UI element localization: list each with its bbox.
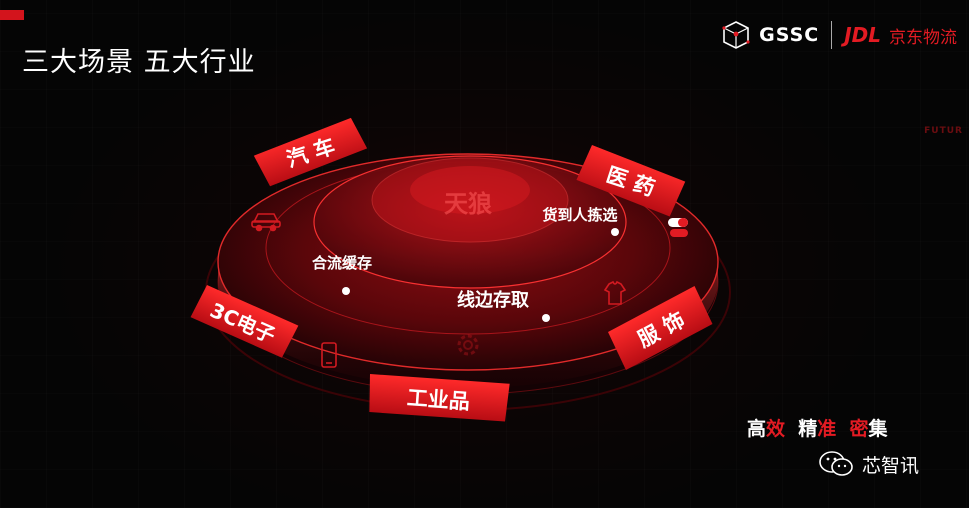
slogan-part: 精 [785, 418, 818, 440]
logo-bar: GSSC JDL 京东物流 [721, 18, 957, 52]
scenario-dot-merge-buffer [342, 287, 350, 295]
wechat-account-name: 芯智讯 [862, 454, 920, 477]
wechat-account: 芯智讯 [818, 450, 919, 478]
cube-logo-icon [722, 21, 750, 49]
scenario-dot-lineside [542, 314, 550, 322]
scenario-dot-goods-to-person [611, 228, 619, 236]
phone-icon [321, 342, 337, 368]
core-top [410, 166, 530, 214]
industry-text-industrial: 工业品 [406, 386, 471, 414]
scenario-label-goods-to-person: 货到人拣选 [542, 206, 617, 224]
slogan-part-accent: 准 [817, 418, 837, 440]
center-label: 天狼 [444, 190, 492, 218]
jdl-logo: JDL [844, 23, 881, 47]
slogan-part [836, 418, 849, 440]
disc-rim [218, 262, 718, 388]
gear-icon [457, 334, 479, 356]
slogan-part: 高 [747, 418, 767, 440]
jdl-logo-cn: 京东物流 [889, 27, 957, 48]
gssc-logo: GSSC [759, 24, 820, 46]
side-deco-text: FUTUR [924, 126, 963, 136]
slogan: 高效 精准 密集 [747, 414, 888, 441]
pill-icon [668, 218, 688, 237]
scenario-label-lineside: 线边存取 [457, 289, 530, 311]
scenario-label-merge-buffer: 合流缓存 [311, 254, 372, 272]
inner-disc [313, 155, 627, 289]
industry-label-industrial: 工业品 [369, 374, 510, 422]
wechat-icon [819, 451, 853, 476]
logo-divider [831, 21, 833, 49]
page-title: 三大场景 五大行业 [22, 47, 256, 78]
corner-red-mark [0, 10, 24, 20]
car-icon [251, 213, 281, 232]
slogan-part-accent: 效 [766, 418, 786, 440]
tshirt-icon [603, 280, 627, 305]
slogan-part-accent: 密 [849, 418, 869, 440]
slogan-part: 集 [868, 418, 888, 440]
